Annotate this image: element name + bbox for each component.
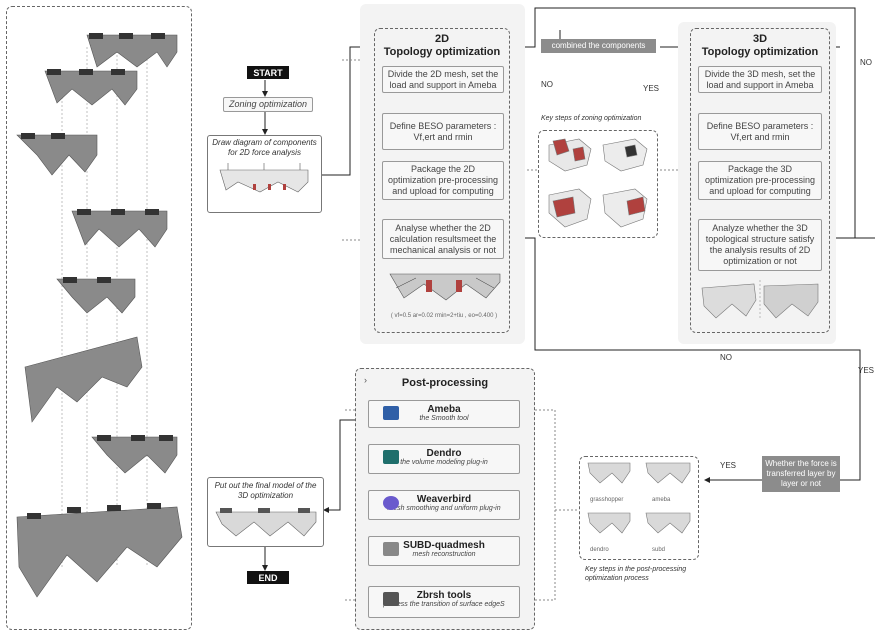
topology-3d-title-line1: 3D bbox=[752, 33, 768, 45]
exploded-model-panel bbox=[6, 6, 192, 630]
ameba-icon bbox=[383, 406, 399, 420]
force-transfer-decision: Whether the force is transferred layer b… bbox=[762, 456, 840, 492]
pp-step-weaverbird-sub: mesh smoothing and uniform plug-in bbox=[387, 505, 501, 512]
exploded-model-illustration bbox=[16, 33, 183, 598]
pp-step-ameba-name: Ameba bbox=[427, 404, 461, 415]
topology-2d-title-line2: Topology optimization bbox=[383, 46, 501, 58]
topology-3d-step4: Analyze whether the 3D topological struc… bbox=[698, 219, 822, 271]
topology-2d-step1-label: Divide the 2D mesh, set the load and sup… bbox=[387, 68, 499, 90]
pp-step-zbrush-name: Zbrsh tools bbox=[416, 590, 472, 601]
topology-2d-params: ( vf=0.5 ar=0.02 rmin=2+tiu , eo=0.400 ) bbox=[390, 313, 498, 319]
topology-2d-column: 2D Topology optimization bbox=[374, 28, 510, 333]
pp-steps-caption: Key steps in the post-processing optimiz… bbox=[585, 566, 687, 582]
pp-step-dendro-name: Dendro bbox=[426, 448, 462, 459]
pp-step-zbrush-sub: process the transition of surface edgeS bbox=[383, 601, 505, 608]
topology-2d-title: 2D Topology optimization bbox=[375, 33, 509, 59]
pp-label-subd: subd bbox=[652, 547, 666, 553]
topology-2d-title-line1: 2D bbox=[434, 33, 450, 45]
pp-steps-images bbox=[587, 462, 691, 534]
middle-no-label: NO bbox=[541, 80, 553, 89]
zoning-optimization-box: Zoning optimization bbox=[223, 97, 313, 112]
pp-step-zbrush: Zbrsh tools process the transition of su… bbox=[368, 586, 520, 618]
pp-title: Post-processing bbox=[401, 377, 489, 389]
topology-3d-step2-label: Define BESO parameters : Vf,ert and rmin bbox=[706, 120, 814, 142]
topology-2d-step2-label: Define BESO parameters : Vf,ert and rmin bbox=[389, 120, 497, 142]
pp-step-ameba-sub: the Smooth tool bbox=[419, 415, 469, 422]
topology-2d-step4: Analyse whether the 2D calculation resul… bbox=[382, 219, 504, 259]
topology-3d-result-images bbox=[701, 280, 819, 320]
topology-2d-step2: Define BESO parameters : Vf,ert and rmin bbox=[382, 113, 504, 150]
topology-3d-step3-label: Package the 3D optimization pre-processi… bbox=[704, 164, 816, 196]
draw-diagram-box: Draw diagram of components for 2D force … bbox=[207, 135, 322, 213]
pp-step-dendro: Dendro the volume modeling plug-in bbox=[368, 444, 520, 474]
pp-label-ameba: ameba bbox=[652, 497, 671, 503]
key-steps-zoning-caption: Key steps of zoning optimization bbox=[541, 115, 642, 122]
decision-text: Whether the force is transferred layer b… bbox=[765, 459, 837, 488]
final-model-thumbnail bbox=[215, 508, 317, 537]
draw-diagram-label: Draw diagram of components for 2D force … bbox=[212, 138, 317, 157]
topology-3d-step2: Define BESO parameters : Vf,ert and rmin bbox=[698, 113, 822, 150]
put-out-final-model-box: Put out the final model of the 3D optimi… bbox=[207, 477, 324, 547]
pp-step-weaverbird-name: Weaverbird bbox=[416, 494, 472, 505]
decision-no-top-label: NO bbox=[860, 58, 872, 67]
weaverbird-icon bbox=[383, 496, 399, 510]
topology-2d-result-image bbox=[389, 273, 501, 301]
pp-label-dendro: dendro bbox=[590, 547, 609, 553]
zbrush-icon bbox=[383, 592, 399, 606]
topology-3d-step1: Divide the 3D mesh, set the load and sup… bbox=[698, 66, 822, 93]
topology-2d-step3-label: Package the 2D optimization pre-processi… bbox=[387, 164, 499, 196]
subd-icon bbox=[383, 542, 399, 556]
topology-2d-step3: Package the 2D optimization pre-processi… bbox=[382, 161, 504, 200]
put-out-label: Put out the final model of the 3D optimi… bbox=[214, 481, 317, 500]
topology-3d-step4-label: Analyze whether the 3D topological struc… bbox=[705, 223, 815, 266]
start-label: START bbox=[253, 67, 283, 78]
end-label: END bbox=[258, 572, 278, 583]
zoning-steps-gallery bbox=[538, 130, 658, 238]
pp-chevron-icon: › bbox=[364, 375, 367, 385]
pp-step-ameba: Ameba the Smooth tool bbox=[368, 400, 520, 428]
decision-yes-left-label: YES bbox=[720, 461, 737, 470]
pp-steps-gallery: grasshopper ameba dendro subd bbox=[579, 456, 699, 560]
decision-no-mid-label: NO bbox=[720, 353, 732, 362]
pp-step-dendro-sub: the volume modeling plug-in bbox=[400, 459, 488, 466]
start-terminal: START bbox=[247, 66, 289, 79]
decision-yes-right-label: YES bbox=[858, 366, 875, 375]
topology-3d-step1-label: Divide the 3D mesh, set the load and sup… bbox=[704, 68, 816, 90]
pp-step-subd: SUBD-quadmesh mesh reconstruction bbox=[368, 536, 520, 566]
combined-components-label: combined the components bbox=[541, 39, 656, 53]
topology-2d-step1: Divide the 2D mesh, set the load and sup… bbox=[382, 66, 504, 93]
pp-label-grasshopper: grasshopper bbox=[590, 497, 624, 503]
topology-2d-step4-label: Analyse whether the 2D calculation resul… bbox=[389, 222, 497, 255]
dendro-icon bbox=[383, 450, 399, 464]
topology-3d-column: 3D Topology optimization bbox=[690, 28, 830, 333]
topology-3d-step3: Package the 3D optimization pre-processi… bbox=[698, 161, 822, 200]
zoning-label: Zoning optimization bbox=[228, 99, 308, 109]
middle-yes-label: YES bbox=[643, 84, 660, 93]
pp-step-weaverbird: Weaverbird mesh smoothing and uniform pl… bbox=[368, 490, 520, 520]
force-diagram-thumbnail bbox=[219, 163, 309, 193]
pp-step-subd-name: SUBD-quadmesh bbox=[403, 540, 485, 551]
zoning-steps-images bbox=[548, 138, 648, 228]
topology-3d-title-line2: Topology optimization bbox=[701, 46, 819, 58]
topology-3d-title: 3D Topology optimization bbox=[691, 33, 829, 59]
pp-step-subd-sub: mesh reconstruction bbox=[412, 551, 476, 558]
end-terminal: END bbox=[247, 571, 289, 584]
